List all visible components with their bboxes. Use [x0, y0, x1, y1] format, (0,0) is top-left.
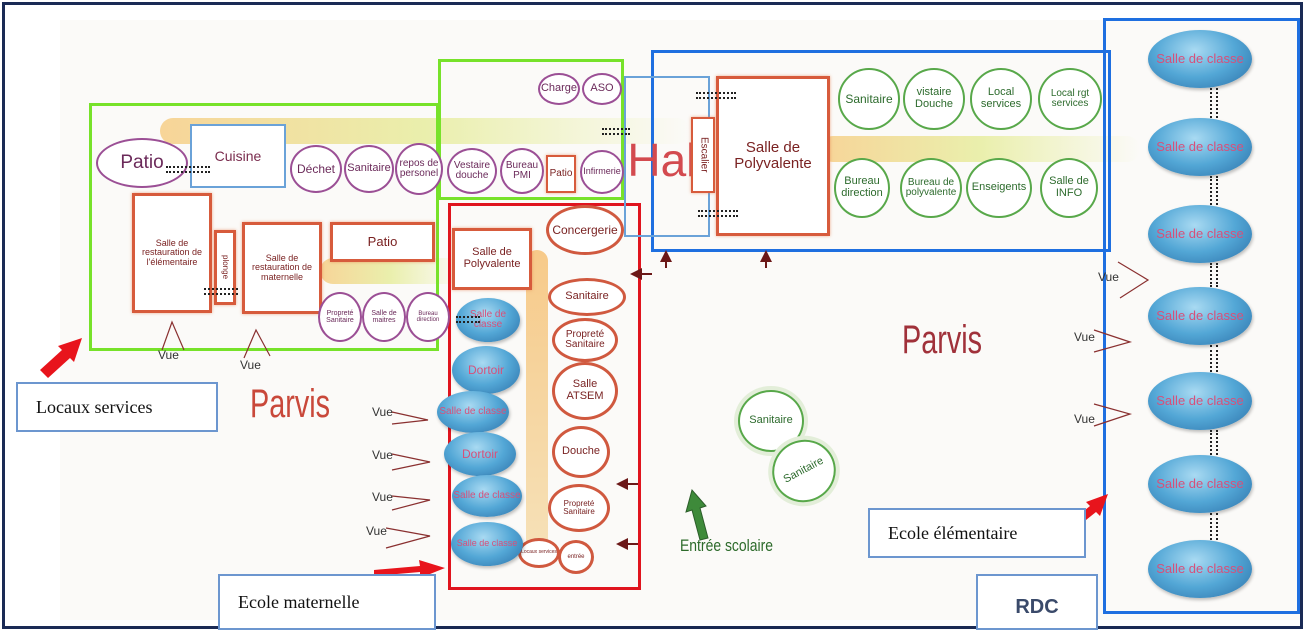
- room-restauration-maternelle: Salle de restauration de maternelle: [242, 222, 322, 314]
- room-bureau-polyvalente: Bureau de polyvalente: [900, 158, 962, 218]
- page-frame: [2, 2, 1303, 629]
- label-parvis-left: Parvis: [250, 382, 331, 426]
- label-vue: Vue: [372, 490, 393, 504]
- stairs-marker: [166, 166, 210, 173]
- zone-locaux-services: [89, 103, 439, 351]
- direction-arrows: [616, 250, 772, 550]
- label-vue: Vue: [240, 358, 261, 372]
- stairs-marker: [698, 210, 738, 217]
- room-elementaire-salle-de-classe-5: Salle de classe: [1148, 372, 1252, 430]
- label-vue: Vue: [1074, 330, 1095, 344]
- room-salle-atsem: Salle ATSEM: [552, 362, 618, 420]
- room-douche: Douche: [552, 426, 610, 478]
- room-escalier: Escalier: [691, 117, 715, 193]
- corridor-band-maternelle: [526, 250, 548, 550]
- stairs-marker: [602, 128, 630, 135]
- label-entree-scolaire: Entrée scolaire: [680, 536, 773, 555]
- callout-locaux-services: Locaux services: [16, 382, 218, 432]
- room-local-services: Local services: [970, 68, 1032, 130]
- room-elementaire-salle-de-classe-4: Salle de classe: [1148, 287, 1252, 345]
- room-restauration-elementaire: Salle de restauration de l'élémentaire: [132, 193, 212, 313]
- room-patio-mid: Patio: [546, 155, 576, 193]
- room-sanitaire-hall: Sanitaire: [838, 68, 900, 130]
- room-vestaire-douche: Vestaire douche: [447, 148, 497, 194]
- room-plonge: plonge: [214, 230, 236, 305]
- stairs-marker: [456, 316, 480, 323]
- entree-arrow-icon: [685, 488, 709, 541]
- stairs-marker: [1210, 513, 1218, 540]
- callout-rdc: RDC: [976, 574, 1098, 630]
- label-parvis-right: Parvis: [902, 318, 983, 362]
- room-bureau-direction-small: Bureau direction: [406, 292, 450, 342]
- corridor-band-hall: [820, 136, 1140, 162]
- label-vue: Vue: [1098, 270, 1119, 284]
- room-proprete-sanitaire-maternelle-2: Propreté Sanitaire: [548, 484, 610, 532]
- stairs-marker: [1210, 176, 1218, 205]
- stairs-marker: [1210, 430, 1218, 455]
- stairs-marker: [696, 92, 736, 99]
- room-vistaire-douche: vistaire Douche: [903, 68, 965, 130]
- zone-ecole-elementaire: [1103, 18, 1300, 614]
- room-enseignants: Enseigents: [966, 158, 1032, 218]
- label-vue: Vue: [366, 524, 387, 538]
- stairs-marker: [204, 288, 238, 295]
- room-maternelle-salle-de-classe-4: Salle de classe: [451, 522, 523, 566]
- room-proprete-ls: Propreté Sanitaire: [318, 292, 362, 342]
- room-local-rgt-services: Local rgt services: [1038, 68, 1102, 130]
- room-maternelle-salle-de-classe-1: Salle de classe: [456, 298, 520, 342]
- room-bureau-pmi: Bureau PMI: [500, 148, 544, 194]
- room-salle-polyvalente-hall: Salle de Polyvalente: [716, 76, 830, 236]
- room-patio-low: Patio: [330, 222, 435, 262]
- room-salle-info: Salle de INFO: [1040, 158, 1098, 218]
- zone-hall-block: [651, 50, 1111, 252]
- room-entree-small: entrée: [558, 540, 594, 574]
- room-bureau-direction: Bureau direction: [834, 158, 890, 218]
- room-infirmerie: Infirmerie: [580, 150, 624, 194]
- callout-ecole-maternelle: Ecole maternelle: [218, 574, 436, 630]
- room-maternelle-dortoir-2: Dortoir: [444, 432, 516, 476]
- label-vue: Vue: [372, 448, 393, 462]
- room-elementaire-salle-de-classe-7: Salle de classe: [1148, 540, 1252, 598]
- vue-lines: [161, 261, 1150, 549]
- room-charge: Charge: [538, 73, 580, 105]
- room-patio-top: Patio: [96, 138, 188, 188]
- room-elementaire-salle-de-classe-6: Salle de classe: [1148, 455, 1252, 513]
- room-maternelle-dortoir-1: Dortoir: [452, 346, 520, 394]
- room-cuisine: Cuisine: [190, 124, 286, 188]
- room-maternelle-salle-de-classe-3: Salle de classe: [452, 475, 522, 517]
- room-concergerie: Concergerie: [546, 205, 624, 255]
- label-vue: Vue: [372, 405, 393, 419]
- room-maternelle-salle-de-classe-2: Salle de classe: [437, 391, 509, 433]
- room-sanitaire-ls: Sanitaire: [344, 145, 394, 193]
- room-elementaire-salle-de-classe-2: Salle de classe: [1148, 118, 1252, 176]
- stairs-marker: [1210, 88, 1218, 118]
- room-dechet: Déchet: [290, 145, 342, 193]
- room-elementaire-salle-de-classe-1: Salle de classe: [1148, 30, 1252, 88]
- room-aso: ASO: [582, 73, 622, 105]
- label-vue: Vue: [158, 348, 179, 362]
- room-salle-polyvalente-maternelle: Salle de Polyvalente: [452, 228, 532, 290]
- room-proprete-sanitaire-maternelle: Propreté Sanitaire: [552, 318, 618, 362]
- room-elementaire-salle-de-classe-3: Salle de classe: [1148, 205, 1252, 263]
- stairs-marker: [1210, 345, 1218, 372]
- callout-ecole-elementaire: Ecole élémentaire: [868, 508, 1086, 558]
- stairs-marker: [1210, 263, 1218, 287]
- room-sanitaire-maternelle: Sanitaire: [548, 278, 626, 316]
- room-repos-personel: repos de personel: [395, 143, 443, 195]
- room-salle-maitres: Salle de maitres: [362, 292, 406, 342]
- label-vue: Vue: [1074, 412, 1095, 426]
